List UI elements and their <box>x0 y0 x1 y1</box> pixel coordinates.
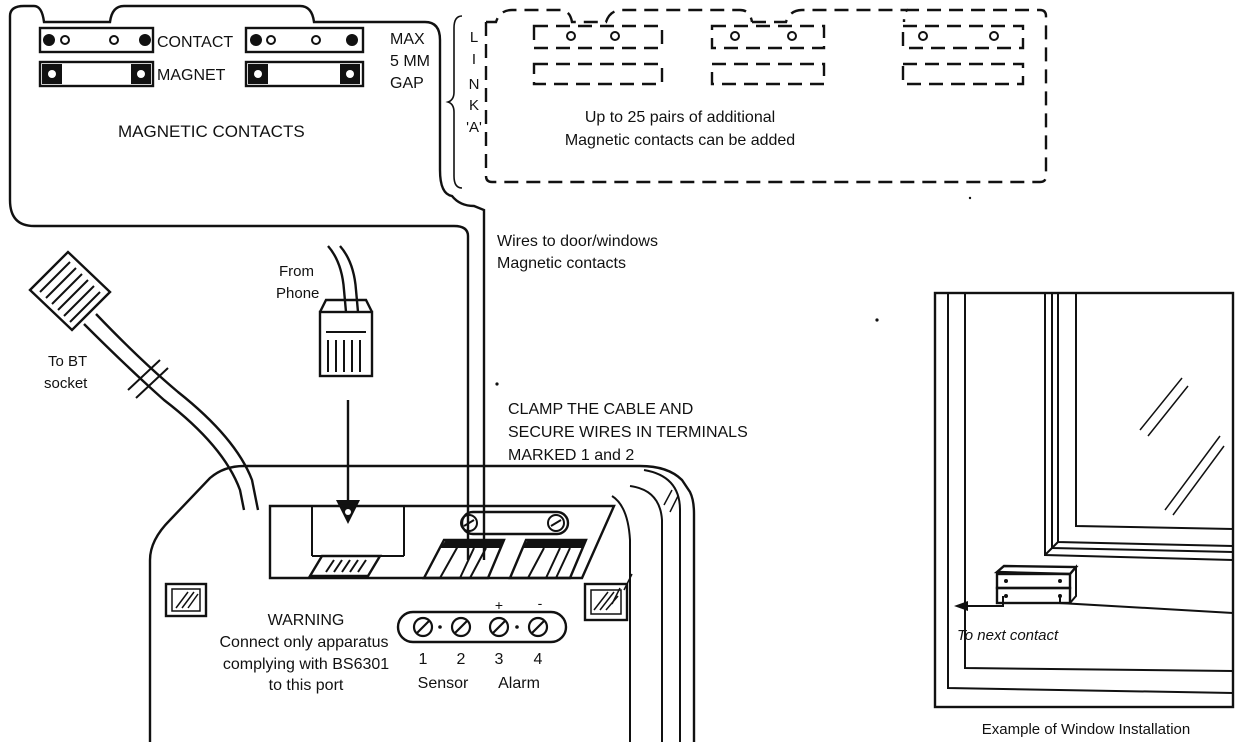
terminal-screw-1 <box>412 616 434 638</box>
right-fixing-square <box>583 582 629 622</box>
contact-sensor-1 <box>38 26 155 54</box>
additional-line-2: Magnetic contacts can be added <box>565 132 795 149</box>
window-example-caption: Example of Window Installation <box>982 721 1190 738</box>
warning-line-1: Connect only apparatus <box>220 634 389 651</box>
terminal-plus: + <box>495 597 503 613</box>
next-contact-label: To next contact <box>957 627 1059 644</box>
additional-contacts-area: Up to 25 pairs of additional Magnetic co… <box>484 8 1048 184</box>
link-letter-i: I <box>472 51 476 68</box>
dashed-contact-2 <box>710 24 826 86</box>
left-fixing-square <box>164 582 208 618</box>
terminal-number-2: 2 <box>457 651 466 668</box>
contact-label: CONTACT <box>157 34 233 51</box>
alarm-unit: + - 1 2 3 4 Sensor Alarm WARNING Connect… <box>148 464 696 742</box>
terminal-screw-3 <box>488 616 510 638</box>
wires-line-1: Wires to door/windows <box>497 233 658 250</box>
warning-line-3: to this port <box>269 677 344 694</box>
clamp-line-2: SECURE WIRES IN TERMINALS <box>508 424 748 441</box>
warning-line-2: complying with BS6301 <box>223 656 389 673</box>
link-letter-n: N <box>469 76 480 93</box>
terminal-number-4: 4 <box>534 651 543 668</box>
terminal-minus: - <box>538 595 543 611</box>
link-letter-k: K <box>469 97 479 114</box>
terminal-number-1: 1 <box>419 651 428 668</box>
alarm-label: Alarm <box>498 675 540 692</box>
link-a: L I N K 'A' <box>445 15 482 189</box>
window-installation-example: To next contact <box>933 291 1235 709</box>
bt-line-2: socket <box>44 375 88 392</box>
clamp-line-1: CLAMP THE CABLE AND <box>508 401 693 418</box>
from-line-2: Phone <box>276 285 319 302</box>
gap-line-3: GAP <box>390 75 424 92</box>
warning-title: WARNING <box>268 612 345 629</box>
from-line-1: From <box>279 263 314 280</box>
link-letter-a: 'A' <box>466 119 482 136</box>
clamp-line-3: MARKED 1 and 2 <box>508 447 634 464</box>
phone-plug <box>318 245 374 378</box>
magnet-1 <box>38 60 155 88</box>
wires-line-2: Magnetic contacts <box>497 255 626 272</box>
terminal-screw-4 <box>527 616 549 638</box>
magnet-label: MAGNET <box>157 67 226 84</box>
sensor-label: Sensor <box>418 675 469 692</box>
dashed-contact-1 <box>532 24 664 86</box>
terminal-screw-2 <box>450 616 472 638</box>
link-letter-l: L <box>470 29 478 46</box>
terminal-number-3: 3 <box>495 651 504 668</box>
phone-socket <box>307 554 383 578</box>
bt-line-1: To BT <box>48 353 87 370</box>
cable-clamp <box>460 510 570 536</box>
terminal-block-right <box>508 538 588 580</box>
bt-plug <box>28 250 260 511</box>
magnetic-contacts-title: MAGNETIC CONTACTS <box>118 122 305 141</box>
dashed-contact-3 <box>901 24 1025 86</box>
terminal-strip <box>396 610 568 644</box>
magnetic-contacts-panel: CONTACT MAGNET MAX 5 MM GAP MAGNETIC CON… <box>8 4 486 560</box>
gap-line-2: 5 MM <box>390 53 430 70</box>
terminal-block-left <box>422 538 506 580</box>
additional-line-1: Up to 25 pairs of additional <box>585 109 775 126</box>
magnet-2 <box>244 60 365 88</box>
window-contact <box>993 564 1079 605</box>
contact-sensor-2 <box>244 26 365 54</box>
gap-line-1: MAX <box>390 31 425 48</box>
